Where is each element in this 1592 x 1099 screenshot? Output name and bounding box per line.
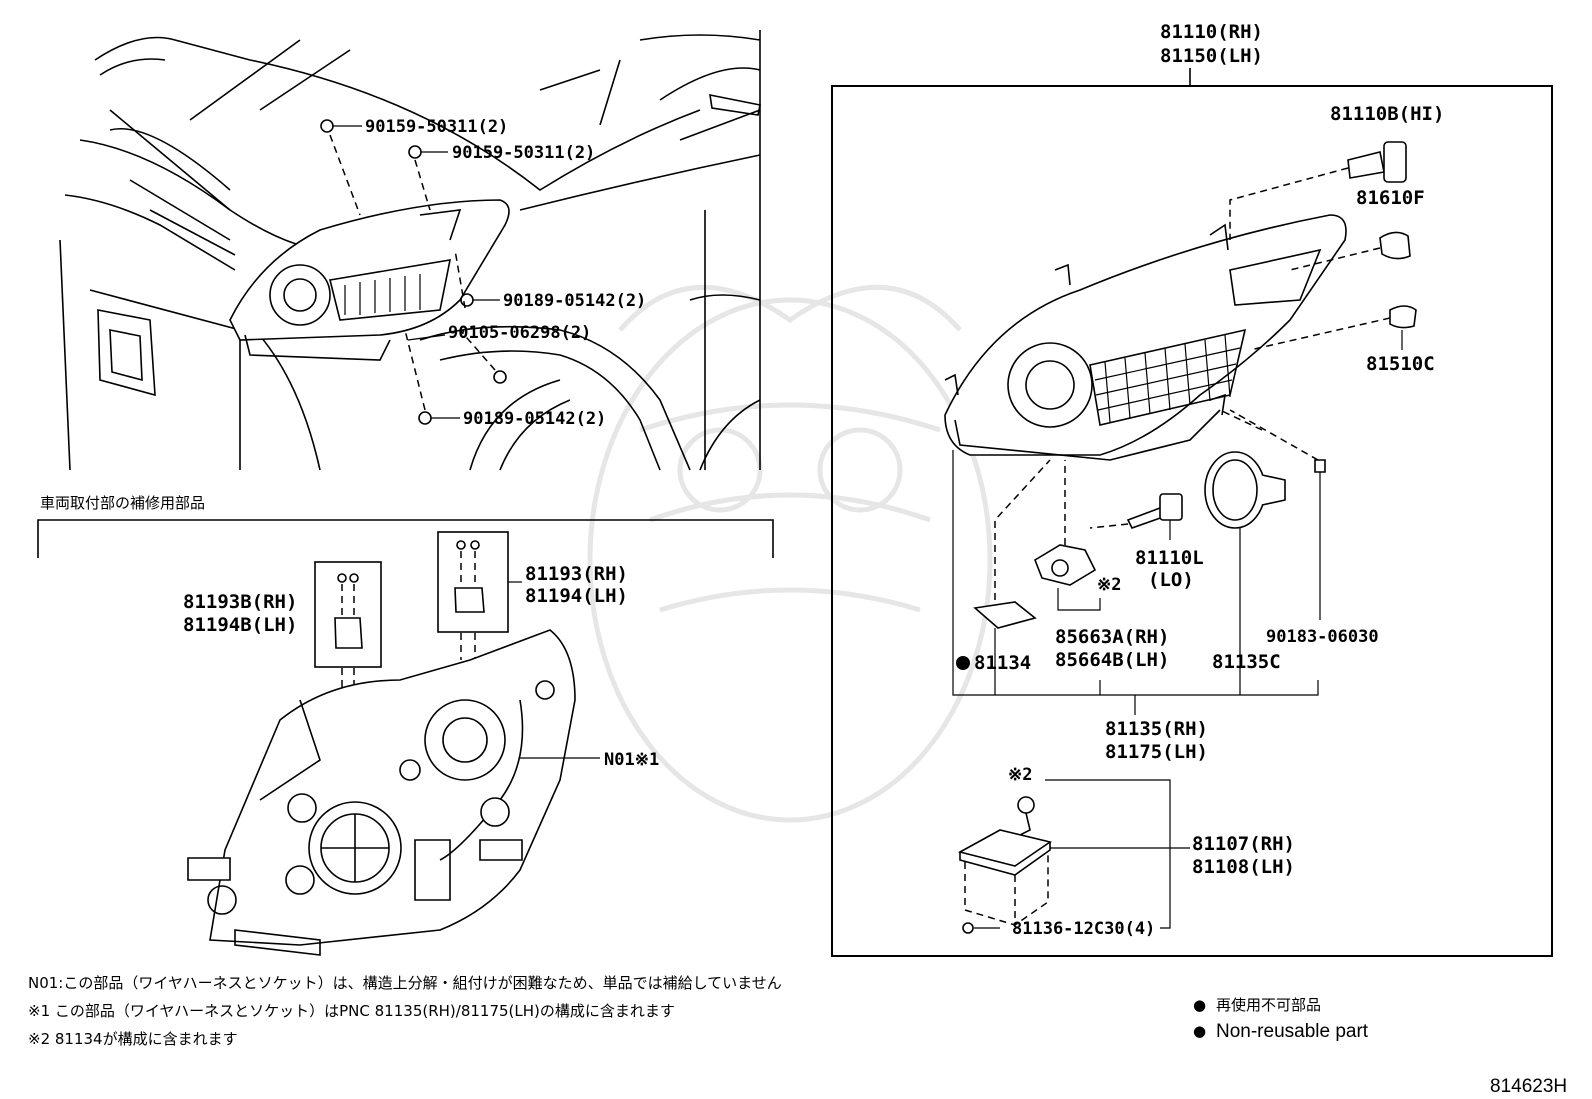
note-mark2: ※2 81134が構成に含まれます	[28, 1030, 238, 1048]
section-title: 車両取付部の補修用部品	[40, 494, 205, 512]
legend-jp: 再使用不可部品	[1216, 996, 1321, 1014]
label-cap: 81135C	[1212, 651, 1281, 673]
label-bracket-b-lh: 81194B(LH)	[183, 614, 297, 636]
label-bulb-81610f: 81610F	[1356, 187, 1425, 209]
section-bracket-line	[37, 519, 774, 558]
vehicle-fasteners	[320, 119, 507, 425]
label-bolt-a: 90159-50311(2)	[365, 117, 508, 137]
bracket-group	[437, 531, 522, 660]
label-computer-lh: 81108(LH)	[1192, 856, 1295, 878]
cap-81135c-icon	[1204, 409, 1286, 695]
bulb-lo-icon	[1089, 493, 1183, 540]
label-unit-lh: 81175(LH)	[1105, 741, 1208, 763]
note-mark1: ※1 この部品（ワイヤハーネスとソケット）はPNC 81135(RH)/8117…	[28, 1002, 675, 1020]
label-socket-rh: 85663A(RH)	[1055, 626, 1169, 648]
label-n01: N01※1	[604, 750, 659, 770]
computer-icon	[957, 779, 1190, 934]
headlamp-on-vehicle	[229, 199, 510, 361]
label-mark2-a: ※2	[1097, 575, 1121, 595]
bulb-hi-icon	[1229, 141, 1407, 240]
label-nut-a: 90189-05142(2)	[503, 291, 646, 311]
label-assy-rh: 81110(RH)	[1160, 21, 1263, 43]
label-screw-b: 90105-06298(2)	[448, 323, 591, 343]
label-mark2-b: ※2	[1008, 765, 1032, 785]
watermark	[587, 284, 993, 823]
label-bulb-hi: 81110B(HI)	[1330, 103, 1444, 125]
label-bracket-b-rh: 81193B(RH)	[183, 591, 297, 613]
label-screw-81136: 81136-12C30(4)	[1012, 919, 1155, 939]
label-screw-90183: 90183-06030	[1266, 627, 1379, 647]
label-nut-b: 90189-05142(2)	[463, 409, 606, 429]
label-bolt-b: 90159-50311(2)	[452, 143, 595, 163]
figure-id: 814623H	[1490, 1076, 1567, 1097]
headlamp-rear-view	[187, 629, 576, 956]
label-computer-rh: 81107(RH)	[1192, 833, 1295, 855]
non-reusable-mark	[956, 656, 970, 670]
bulb-81510c-icon	[1249, 305, 1417, 351]
legend-bullet-en: ●	[1193, 1022, 1206, 1040]
gasket-icon	[973, 459, 1051, 629]
label-assy-lh: 81150(LH)	[1160, 45, 1263, 67]
legend-bullet-jp: ●	[1193, 996, 1206, 1014]
label-gasket: 81134	[974, 652, 1031, 674]
label-bulb-lo-sub: (LO)	[1148, 569, 1194, 591]
assembly-frame	[831, 85, 1553, 957]
note-n01: N01:この部品（ワイヤハーネスとソケット）は、構造上分解・組付けが困難なため、…	[28, 974, 782, 992]
label-bulb-lo-num: 81110L	[1135, 547, 1204, 569]
label-unit-rh: 81135(RH)	[1105, 718, 1208, 740]
legend-en: Non-reusable part	[1216, 1021, 1369, 1042]
unit-bracket-line	[952, 450, 1319, 715]
headlamp-body	[944, 214, 1347, 461]
bulb-81610f-icon	[1289, 231, 1411, 271]
label-bracket-lh: 81194(LH)	[525, 585, 628, 607]
label-bracket-rh: 81193(RH)	[525, 563, 628, 585]
screw-90183-icon	[1229, 409, 1326, 620]
socket-icon	[1034, 460, 1101, 611]
label-bulb-81510c: 81510C	[1366, 353, 1435, 375]
label-socket-lh: 85664B(LH)	[1055, 649, 1169, 671]
